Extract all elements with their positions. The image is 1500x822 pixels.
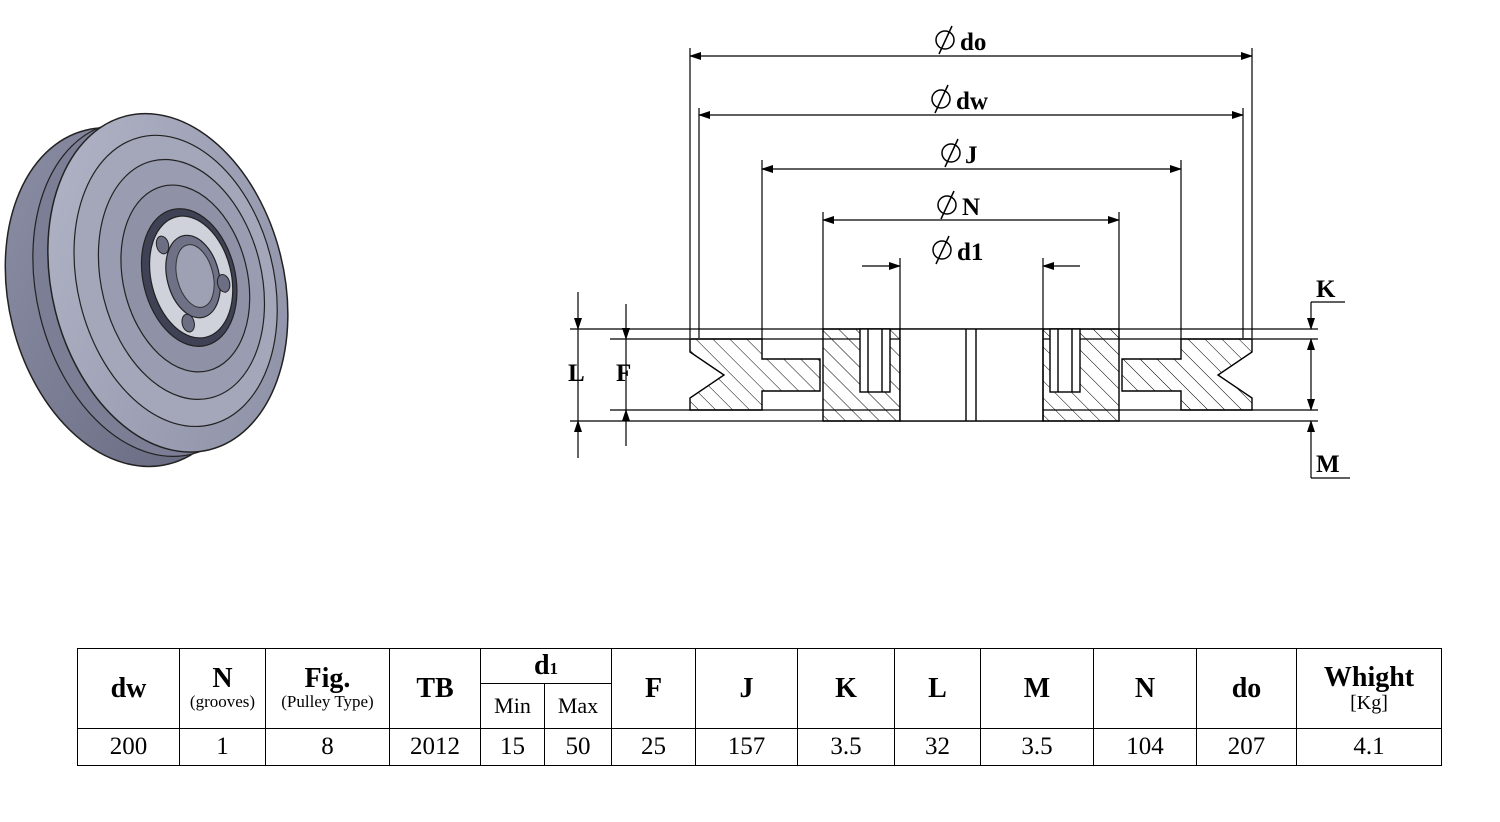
table-subheader-row: Min Max	[78, 683, 1442, 729]
dim-m: M	[1316, 451, 1340, 478]
dim-do-label: do	[935, 25, 986, 56]
dim-dw-label: dw	[931, 84, 988, 115]
header-fig-label: Fig.	[304, 663, 351, 695]
header-f: F	[611, 648, 696, 729]
header-d1: d1	[480, 648, 612, 684]
cell-n: 1	[179, 728, 266, 766]
header-n-label: N	[212, 663, 233, 695]
header-l: L	[894, 648, 981, 729]
header-j: J	[695, 648, 798, 729]
header-n2: N	[1093, 648, 1197, 729]
cell-tb: 2012	[389, 728, 481, 766]
cell-n2: 104	[1093, 728, 1197, 766]
header-fig: Fig.(Pulley Type)	[265, 648, 390, 729]
dim-k: K	[1316, 276, 1336, 303]
header-m: M	[980, 648, 1094, 729]
pulley-section-drawing: do dw J N d1 K L F M	[568, 25, 1350, 479]
cell-d1-max: 50	[544, 728, 612, 766]
cell-weight: 4.1	[1296, 728, 1442, 766]
header-d1-max: Max	[544, 683, 612, 729]
cell-l: 32	[894, 728, 981, 766]
cell-m: 3.5	[980, 728, 1094, 766]
dim-d1: d1	[957, 239, 983, 266]
cell-f: 25	[611, 728, 696, 766]
cell-d1-min: 15	[480, 728, 545, 766]
dim-d1-label: d1	[932, 235, 983, 266]
cell-j: 157	[695, 728, 798, 766]
table-header-row: dw N(grooves) Fig.(Pulley Type) TB d1 F …	[77, 648, 1442, 729]
header-do: do	[1196, 648, 1297, 729]
cell-do: 207	[1196, 728, 1297, 766]
dim-l: L	[568, 360, 585, 387]
cell-k: 3.5	[797, 728, 895, 766]
header-tb: TB	[389, 648, 481, 729]
dimension-labels: do dw J N d1 K L F M	[568, 25, 1340, 478]
dim-j: J	[965, 142, 978, 169]
dim-j-label: J	[941, 138, 978, 169]
header-k: K	[797, 648, 895, 729]
header-n-sub: (grooves)	[189, 692, 256, 712]
spec-table: dw N(grooves) Fig.(Pulley Type) TB d1 F …	[77, 648, 1442, 766]
pulley-cross-section	[689, 328, 1253, 422]
cell-dw: 200	[77, 728, 180, 766]
header-d1-main: d	[533, 650, 550, 681]
header-weight-unit: [Kg]	[1350, 691, 1388, 714]
header-d1-index: 1	[549, 659, 559, 678]
pulley-3d-render	[4, 112, 289, 468]
cell-fig: 8	[265, 728, 390, 766]
table-row: 200 1 8 2012 15 50 25 157 3.5 32 3.5 104…	[77, 728, 1442, 766]
header-weight-label: Whight	[1323, 661, 1415, 693]
dim-n: N	[962, 194, 980, 221]
header-weight: Whight[Kg]	[1296, 648, 1442, 729]
header-d1-min: Min	[480, 683, 545, 729]
header-dw: dw	[77, 648, 180, 729]
header-fig-sub: (Pulley Type)	[281, 692, 374, 712]
dim-dw: dw	[956, 88, 988, 115]
dim-do: do	[960, 29, 986, 56]
dim-f: F	[616, 360, 631, 387]
dim-n-label: N	[937, 190, 980, 221]
pulley-body	[4, 112, 289, 468]
header-n: N(grooves)	[179, 648, 266, 729]
